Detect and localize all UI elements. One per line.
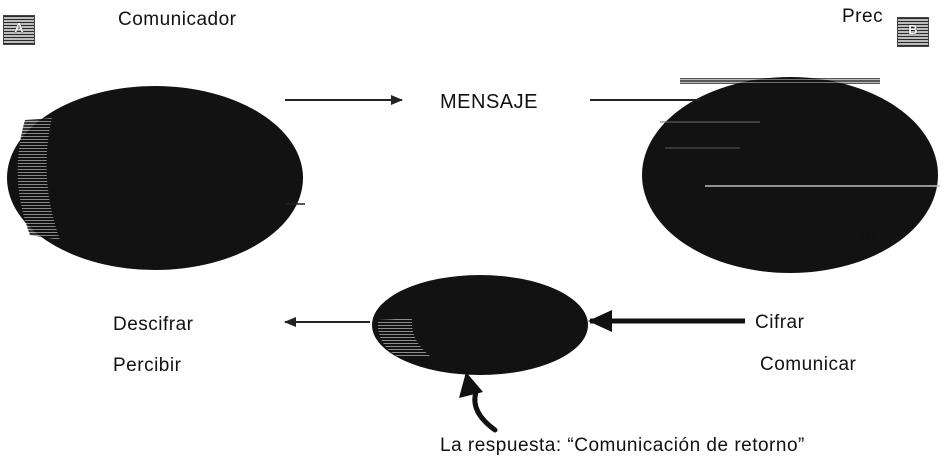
encode-label: Cifrar — [755, 312, 805, 333]
receiver-badge: B — [897, 17, 929, 47]
arrow-from-feedback-caption-head — [459, 372, 483, 398]
sender-label: Comunicador — [118, 9, 237, 30]
feedback-caption: La respuesta: “Comunicación de retorno” — [440, 435, 805, 456]
feedback-ellipse — [372, 275, 588, 375]
communicate-label: Comunicar — [760, 354, 857, 375]
receiver-label: Prec — [842, 6, 884, 27]
sender-badge: A — [3, 15, 35, 45]
message-label: MENSAJE — [440, 91, 538, 113]
receiver-badge-letter: B — [908, 22, 918, 37]
receiver-partial-label: ar — [860, 226, 878, 247]
perceive-label: Percibir — [113, 355, 182, 376]
sender-badge-letter: A — [14, 20, 24, 35]
arrow-from-encode-head — [588, 310, 612, 332]
sender-ellipse — [7, 86, 303, 270]
decode-label: Descifrar — [113, 314, 194, 335]
receiver-ellipse — [642, 77, 940, 273]
